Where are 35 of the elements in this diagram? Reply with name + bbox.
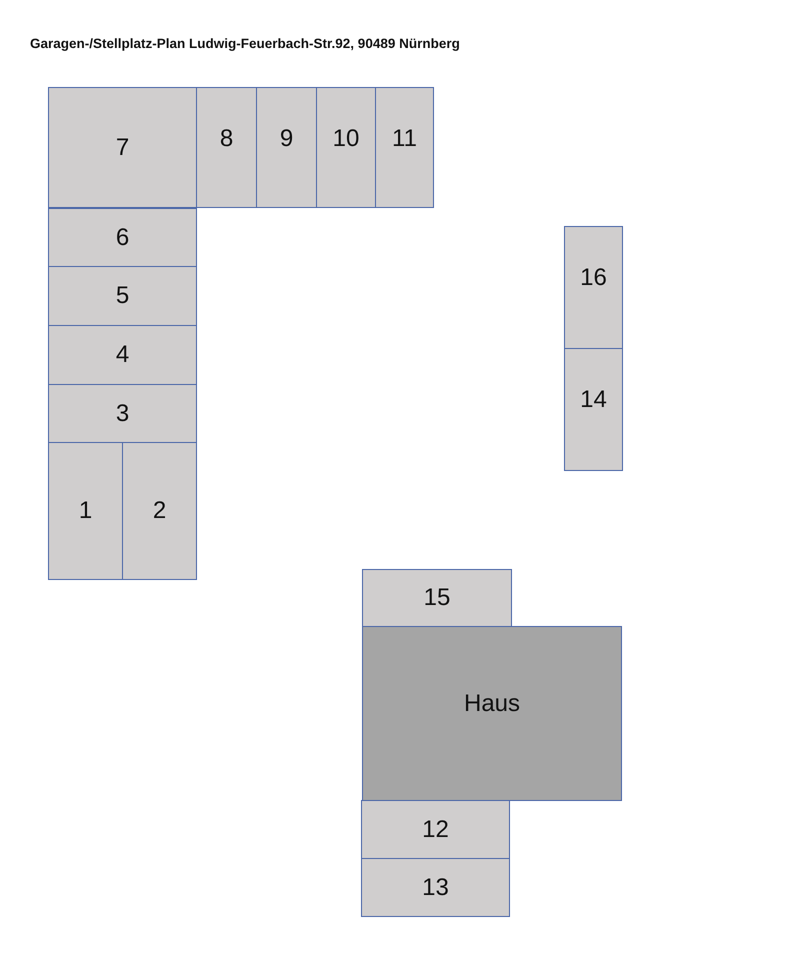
space-number: 10 (332, 126, 360, 151)
parking-space (48, 208, 197, 267)
parking-space (48, 87, 197, 208)
parking-space (375, 87, 434, 208)
space-number: 4 (116, 343, 130, 367)
house-block (362, 626, 622, 801)
space-number: 16 (580, 266, 607, 290)
house-label: Haus (464, 692, 520, 716)
space-number: 11 (392, 126, 417, 151)
space-number: 3 (116, 402, 130, 426)
parking-space (48, 325, 197, 385)
parking-space (316, 87, 376, 208)
parking-space (564, 226, 623, 349)
parking-space (361, 858, 510, 917)
parking-space (362, 569, 512, 627)
space-number: 7 (116, 136, 130, 160)
parking-space (564, 348, 623, 471)
space-number: 12 (422, 818, 449, 842)
parking-space (196, 87, 257, 208)
parking-space (256, 87, 317, 208)
space-number: 8 (220, 126, 234, 151)
space-number: 9 (280, 126, 294, 151)
parking-space (48, 266, 197, 326)
parking-space (48, 384, 197, 443)
parking-space (122, 442, 197, 580)
space-number: 13 (422, 876, 449, 900)
plan-title: Garagen-/Stellplatz-Plan Ludwig-Feuerbach-Str.92, 90489 Nürnberg (30, 36, 460, 51)
space-number: 14 (580, 388, 607, 412)
parking-space (48, 442, 123, 580)
parking-space (361, 800, 510, 859)
space-number: 5 (116, 284, 130, 308)
space-number: 2 (152, 499, 166, 523)
space-number: 15 (424, 586, 450, 610)
space-number: 6 (116, 226, 130, 250)
space-number: 1 (78, 499, 92, 523)
